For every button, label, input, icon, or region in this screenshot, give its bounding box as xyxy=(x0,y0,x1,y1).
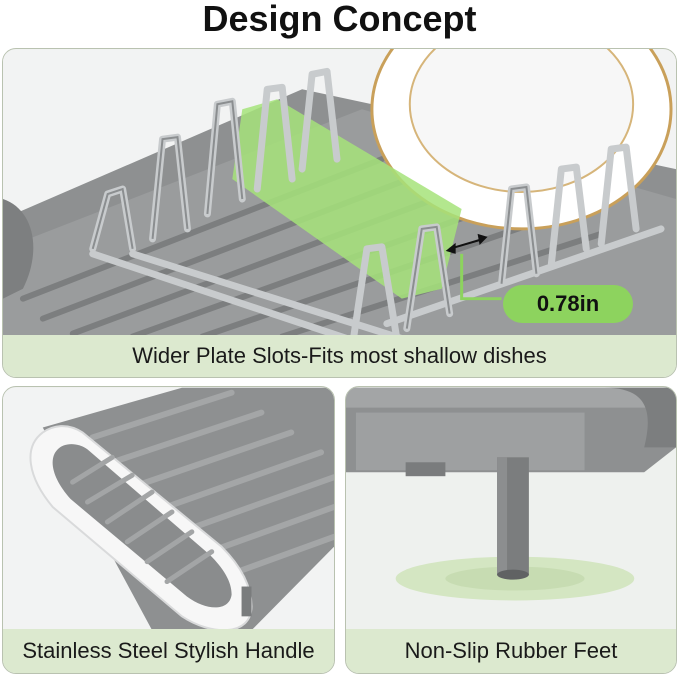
slot-width-badge: 0.78in xyxy=(503,285,633,323)
rubber-feet-illustration xyxy=(346,387,676,631)
feet-panel: Non-Slip Rubber Feet xyxy=(345,386,677,674)
handle-illustration xyxy=(3,387,334,631)
handle-caption: Stainless Steel Stylish Handle xyxy=(3,629,334,673)
handle-panel: Stainless Steel Stylish Handle xyxy=(2,386,335,674)
plate-slots-illustration xyxy=(3,49,676,337)
page-title: Design Concept xyxy=(202,0,477,39)
plate-slots-panel: 0.78in Wider Plate Slots-Fits most shall… xyxy=(2,48,677,378)
plate-slots-caption: Wider Plate Slots-Fits most shallow dish… xyxy=(3,335,676,377)
feet-caption: Non-Slip Rubber Feet xyxy=(346,629,676,673)
